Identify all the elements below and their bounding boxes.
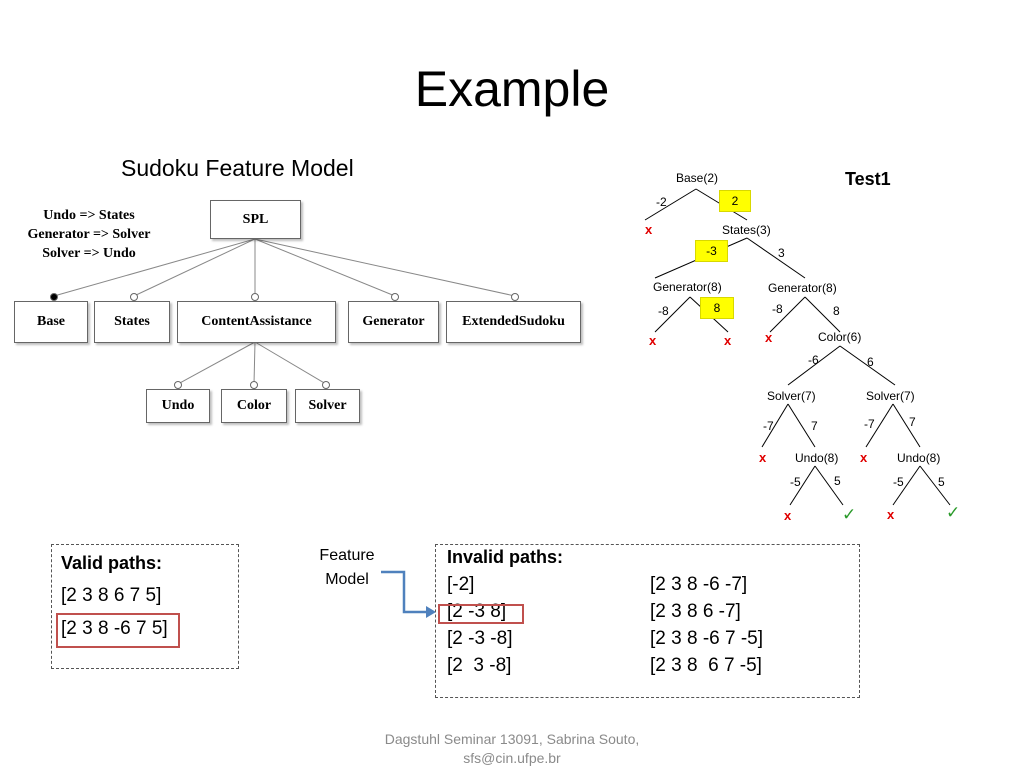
feature-model-arrow	[381, 570, 428, 614]
edge-label: -2	[656, 195, 667, 209]
node-generator-right: Generator(8)	[768, 281, 837, 295]
invalid-mark: x	[784, 508, 792, 523]
edge-label: 5	[834, 474, 841, 488]
constraint: Solver => Undo	[42, 246, 136, 261]
feature-base: Base	[14, 301, 88, 343]
highlighted-edge-label: -3	[695, 240, 728, 262]
invalid-path: [2 3 -8]	[447, 655, 512, 676]
invalid-paths-heading: Invalid paths:	[447, 547, 564, 567]
invalid-mark: x	[759, 450, 767, 465]
invalid-path: [2 -3 -8]	[447, 628, 513, 649]
constraints-list: Undo => States Generator => Solver Solve…	[14, 206, 164, 263]
invalid-path: [-2]	[447, 574, 475, 595]
node-undo-left: Undo(8)	[795, 451, 839, 465]
edge-label: 6	[867, 355, 874, 369]
invalid-path: [2 3 8 -6 -7]	[650, 574, 748, 595]
footer-line: Dagstuhl Seminar 13091, Sabrina Souto,	[384, 731, 640, 747]
feature-spl: SPL	[210, 200, 301, 239]
label-line: Feature	[319, 547, 375, 564]
edge-label: 5	[938, 475, 945, 489]
node-color: Color(6)	[818, 330, 862, 344]
node-base: Base(2)	[676, 171, 719, 185]
footer-line: sfs@cin.ufpe.br	[463, 750, 561, 766]
test-tree-edges	[644, 188, 951, 506]
optional-marker	[391, 293, 399, 301]
edge-label: -7	[864, 417, 875, 431]
edge-label: -8	[658, 304, 669, 318]
optional-marker	[250, 381, 258, 389]
label-line: Model	[325, 571, 369, 588]
invalid-mark: x	[645, 222, 653, 237]
mandatory-marker	[50, 293, 58, 301]
feature-color: Color	[221, 389, 287, 423]
invalid-mark: x	[649, 333, 657, 348]
highlight-box	[56, 613, 180, 648]
constraint: Undo => States	[43, 208, 135, 223]
optional-marker	[322, 381, 330, 389]
invalid-path: [2 3 8 6 7 -5]	[650, 655, 762, 676]
highlighted-edge-label: 8	[700, 297, 734, 319]
edge-label: 3	[778, 246, 785, 260]
node-undo-right: Undo(8)	[897, 451, 941, 465]
valid-paths-box	[51, 544, 239, 669]
test-title: Test1	[845, 169, 891, 189]
node-generator-left: Generator(8)	[653, 280, 722, 294]
slide-title: Example	[414, 61, 610, 117]
invalid-mark: x	[860, 450, 868, 465]
feature-extended-sudoku: ExtendedSudoku	[446, 301, 581, 343]
constraint: Generator => Solver	[27, 227, 151, 242]
edge-label: 7	[811, 419, 818, 433]
feature-model-label: Feature Model	[306, 544, 388, 592]
optional-marker	[251, 293, 259, 301]
edge-label: -5	[790, 475, 801, 489]
feature-solver: Solver	[295, 389, 360, 423]
invalid-path: [2 -3 8]	[447, 601, 507, 622]
edge-label: -8	[772, 302, 783, 316]
invalid-path: [2 3 8 6 -7]	[650, 601, 741, 622]
feature-states: States	[94, 301, 170, 343]
node-states: States(3)	[722, 223, 771, 237]
valid-check-icon: ✓	[842, 505, 857, 524]
valid-paths-heading: Valid paths:	[61, 553, 163, 573]
edge-label: -7	[763, 419, 774, 433]
optional-marker	[511, 293, 519, 301]
feature-model-markers	[50, 293, 519, 389]
highlight-box	[438, 604, 524, 624]
slide-footer: Dagstuhl Seminar 13091, Sabrina Souto, s…	[0, 730, 1024, 768]
invalid-mark: x	[724, 333, 732, 348]
optional-marker	[174, 381, 182, 389]
node-solver-left: Solver(7)	[767, 389, 816, 403]
node-solver-right: Solver(7)	[866, 389, 915, 403]
optional-marker	[130, 293, 138, 301]
edge-label: 7	[909, 415, 916, 429]
edge-label: -5	[893, 475, 904, 489]
feature-model-subtitle: Sudoku Feature Model	[121, 155, 354, 181]
feature-undo: Undo	[146, 389, 210, 423]
valid-path: [2 3 8 6 7 5]	[61, 585, 162, 606]
edge-label: 8	[833, 304, 840, 318]
arrow-head	[426, 606, 436, 618]
edge-label: -6	[808, 353, 819, 367]
invalid-paths-box	[435, 544, 860, 698]
feature-model-edges	[53, 238, 516, 385]
invalid-mark: x	[765, 330, 773, 345]
invalid-path: [2 3 8 -6 7 -5]	[650, 628, 764, 649]
feature-content-assistance: ContentAssistance	[177, 301, 336, 343]
valid-check-icon: ✓	[946, 503, 961, 522]
highlighted-edge-label: 2	[719, 190, 751, 212]
feature-generator: Generator	[348, 301, 439, 343]
invalid-mark: x	[887, 507, 895, 522]
valid-path: [2 3 8 -6 7 5]	[61, 618, 168, 639]
